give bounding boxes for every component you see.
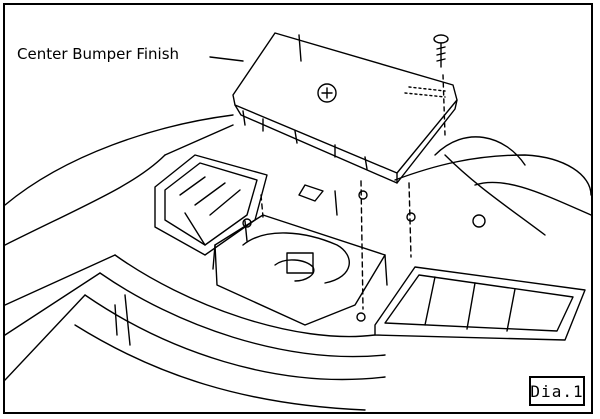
figure-label-text: Dia.1 <box>530 381 584 401</box>
diagram-frame: Center Bumper Finish Dia.1 <box>3 3 593 414</box>
part-label-center-bumper-finish: Center Bumper Finish <box>17 45 180 63</box>
screw <box>433 34 449 136</box>
car-front-illustration <box>5 32 591 411</box>
label-leader-line <box>209 56 244 62</box>
clip-fasteners <box>242 190 486 322</box>
alignment-guides <box>260 180 412 310</box>
right-headlamp <box>374 266 586 341</box>
radiator-core-support <box>212 184 388 326</box>
figure-label: Dia.1 <box>529 376 585 406</box>
car-body <box>5 114 591 411</box>
bumper-finish-panel <box>232 32 458 184</box>
